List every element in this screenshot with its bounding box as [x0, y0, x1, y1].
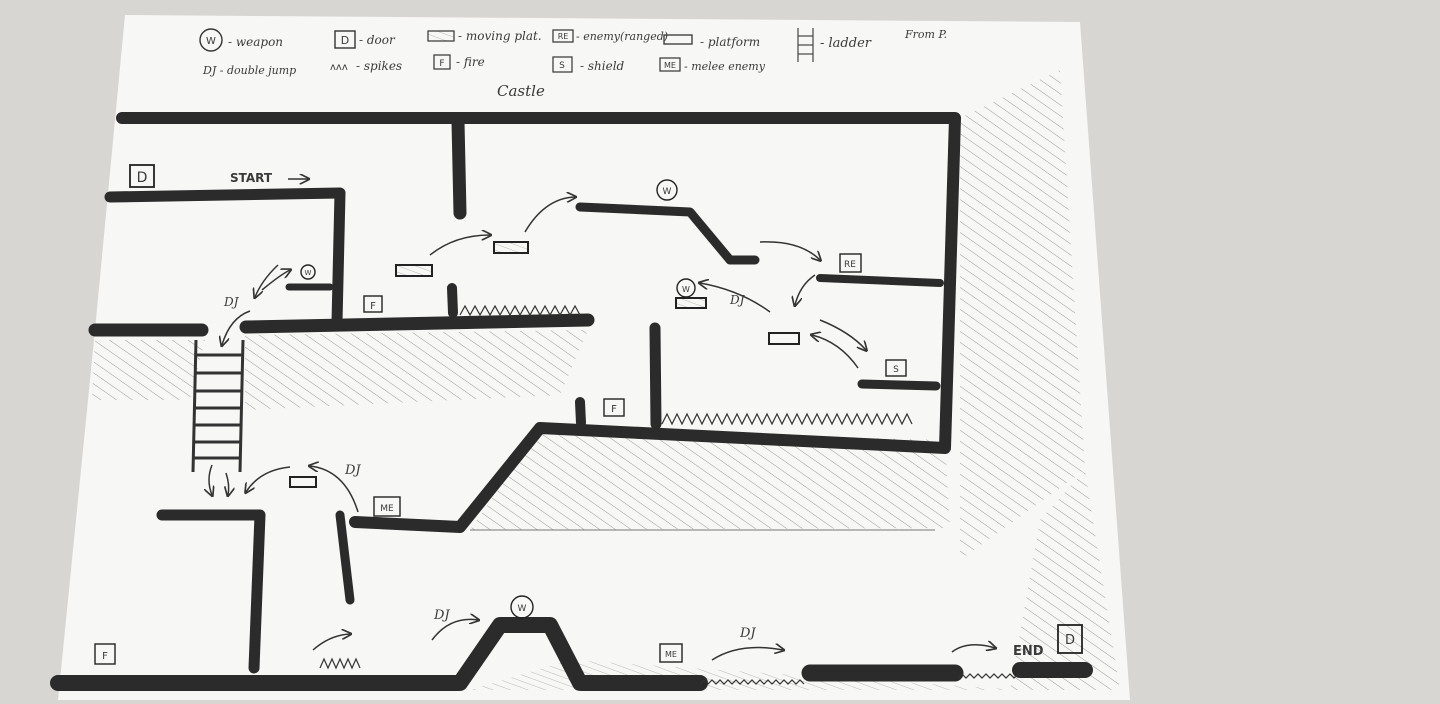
weapon-symbol-1: W — [305, 269, 312, 277]
map-title: Castle — [497, 82, 545, 100]
dj-label-2: DJ — [729, 293, 746, 307]
weapon-symbol-3: W — [682, 285, 690, 294]
weapon-symbol-2: W — [663, 187, 672, 197]
legend-fire-label: - fire — [456, 55, 485, 69]
fire-symbol-1: F — [370, 301, 376, 312]
legend-double-jump-label: DJ - double jump — [202, 64, 296, 77]
legend-spikes-label: - spikes — [356, 59, 402, 73]
ranged-enemy-symbol: RE — [844, 260, 856, 270]
legend-melee-enemy-symbol: ME — [664, 61, 676, 70]
end-label: END — [1013, 644, 1044, 659]
fire-symbol-2: F — [611, 404, 617, 415]
dj-label-5: DJ — [739, 626, 756, 641]
legend-shield-symbol: S — [559, 61, 565, 71]
dj-label-4: DJ — [433, 608, 450, 623]
fire-symbol-3: F — [102, 651, 108, 662]
weapon-symbol-4: W — [518, 604, 527, 614]
legend-melee-enemy-label: - melee enemy — [684, 60, 766, 73]
legend-enemy-ranged-symbol: RE — [558, 32, 569, 41]
melee-enemy-symbol-2: ME — [665, 650, 677, 659]
legend-fire-symbol: F — [439, 59, 444, 69]
start-label: START — [230, 171, 273, 185]
legend-platform-label: - platform — [700, 35, 760, 49]
dj-label-1: DJ — [223, 295, 240, 309]
legend-weapon-symbol: W — [206, 36, 216, 47]
legend-shield-label: - shield — [580, 59, 625, 73]
legend-door-label: - door — [359, 33, 396, 47]
legend-enemy-ranged-label: - enemy(ranged) — [576, 30, 668, 43]
dj-label-3: DJ — [344, 463, 361, 478]
shield-symbol: S — [893, 365, 899, 375]
legend-weapon-label: - weapon — [228, 35, 283, 49]
legend-ladder-label: - ladder — [820, 36, 872, 51]
legend-spikes-symbol: ᴧᴧᴧ — [330, 62, 348, 73]
door-end-symbol: D — [1065, 633, 1075, 648]
legend-from: From P. — [904, 28, 947, 41]
door-start-symbol: D — [137, 170, 148, 186]
melee-enemy-symbol-1: ME — [380, 504, 394, 514]
legend-moving-plat-label: - moving plat. — [458, 29, 542, 43]
legend-moving-plat-icon — [428, 31, 454, 41]
legend-door-symbol: D — [341, 34, 349, 47]
